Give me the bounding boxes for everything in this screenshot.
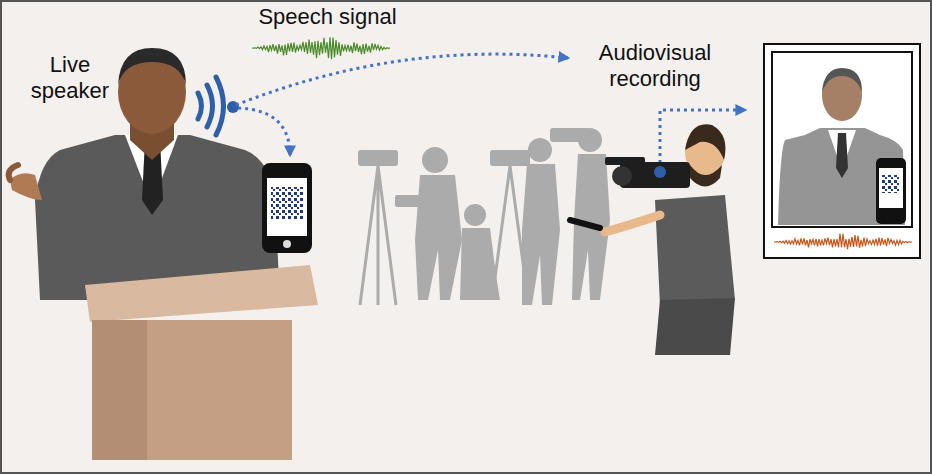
leader-arrow: [236, 54, 568, 105]
recording-label: Audiovisual recording: [575, 40, 735, 93]
waveform: [252, 37, 390, 59]
podium: [85, 265, 318, 460]
waveform: [774, 234, 912, 250]
recording-frame: [764, 44, 920, 258]
source-dot: [227, 101, 239, 113]
press-silhouettes: [358, 128, 610, 305]
phone-qr: [262, 163, 312, 253]
waveforms: [252, 37, 912, 249]
signal-label: Speech signal: [250, 4, 405, 30]
sound-waves: [198, 77, 224, 135]
speaker-label: Live speaker: [15, 52, 125, 105]
cameraman: [570, 124, 735, 355]
live-speaker-figure: [9, 48, 280, 300]
leader-arrow: [238, 108, 290, 155]
